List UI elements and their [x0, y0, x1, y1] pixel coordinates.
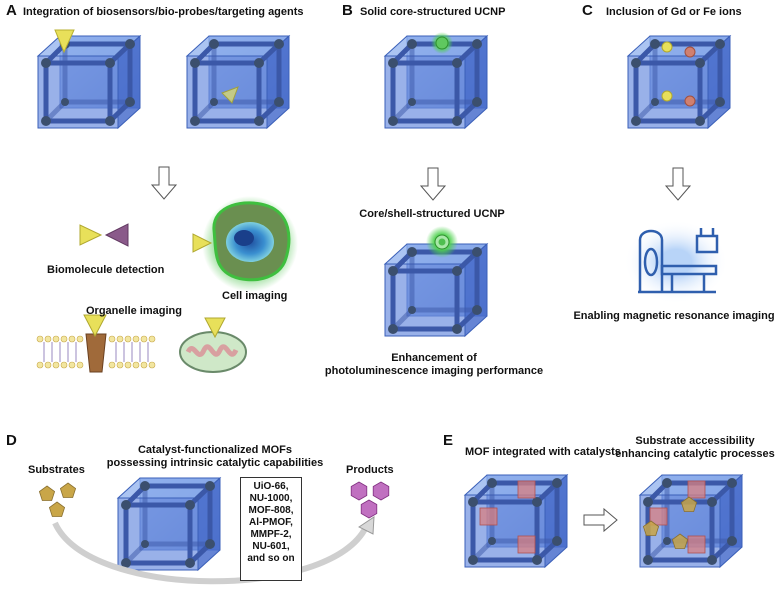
purple-biomolecule-icon	[104, 223, 129, 247]
probe-triangle-icon	[54, 29, 75, 54]
panel-d-title-line2: possessing intrinsic catalytic capabilit…	[106, 457, 324, 469]
membrane-icon	[36, 333, 156, 373]
probe-triangle-icon	[221, 86, 239, 104]
mof-example: NU-601,	[252, 541, 290, 552]
panel-label-a: A	[6, 2, 17, 19]
panel-b-title: Solid core-structured UCNP	[360, 6, 506, 18]
products-label: Products	[346, 464, 394, 476]
mof-example: Al-PMOF,	[249, 517, 293, 528]
mof-example: and so on	[247, 553, 295, 564]
panel-label-e: E	[443, 432, 454, 449]
core-shell-label: Core/shell-structured UCNP	[359, 208, 505, 220]
panel-a-title: Integration of biosensors/bio-probes/tar…	[23, 6, 304, 18]
panel-label-d: D	[6, 432, 17, 449]
panel-e-title-left: MOF integrated with catalysts	[465, 446, 621, 458]
panel-label-c: C	[582, 2, 593, 19]
panel-c-title: Inclusion of Gd or Fe ions	[606, 6, 742, 18]
probe-triangle-icon	[192, 233, 213, 253]
down-arrow-icon	[420, 167, 446, 201]
catalyst-icon	[479, 480, 536, 554]
reaction-curve-arrow	[52, 521, 369, 585]
mof-cube	[187, 36, 289, 128]
mof-example: UiO-66,	[253, 481, 289, 492]
down-arrow-icon	[665, 167, 691, 201]
right-arrow-icon	[583, 507, 618, 533]
mitochondrion-icon	[179, 331, 247, 373]
panel-e-title-right-line2: enhancing catalytic processes	[615, 448, 775, 460]
cell-imaging-label: Cell imaging	[222, 290, 288, 302]
mof-cube	[628, 36, 730, 128]
mof-examples-box: UiO-66, NU-1000, MOF-808, Al-PMOF, MMPF-…	[240, 477, 302, 581]
panel-e-title-right-line1: Substrate accessibility	[635, 435, 755, 447]
enhancement-label-line2: photoluminescence imaging performance	[324, 365, 544, 377]
right-arrow-icon	[358, 516, 375, 535]
panel-label-b: B	[342, 2, 353, 19]
mri-scanner-icon	[624, 220, 728, 304]
probe-triangle-icon	[204, 317, 226, 339]
mri-label: Enabling magnetic resonance imaging	[573, 310, 775, 322]
mof-example: MMPF-2,	[250, 529, 292, 540]
mof-cube	[38, 36, 140, 128]
substrates-label: Substrates	[28, 464, 85, 476]
products-icon	[350, 481, 390, 519]
down-arrow-icon	[151, 166, 177, 200]
ucnp-core-shell-icon	[426, 226, 458, 258]
mof-example: MOF-808,	[248, 505, 294, 516]
organelle-imaging-label: Organelle imaging	[86, 305, 182, 317]
yellow-probe-icon	[79, 224, 103, 246]
substrates-icon	[39, 482, 76, 517]
panel-d-title-line1: Catalyst-functionalized MOFs	[137, 444, 293, 456]
probe-triangle-icon	[83, 314, 107, 338]
mof-example: NU-1000,	[249, 493, 293, 504]
biomolecule-detection-label: Biomolecule detection	[47, 264, 165, 276]
cell-icon	[202, 196, 298, 292]
catalyst-icon	[649, 480, 706, 554]
metal-ion-icon	[661, 41, 696, 107]
mof-cube	[385, 244, 487, 336]
enhancement-label-line1: Enhancement of	[391, 352, 477, 364]
mof-cube	[118, 478, 220, 570]
ucnp-core-icon	[431, 32, 453, 54]
